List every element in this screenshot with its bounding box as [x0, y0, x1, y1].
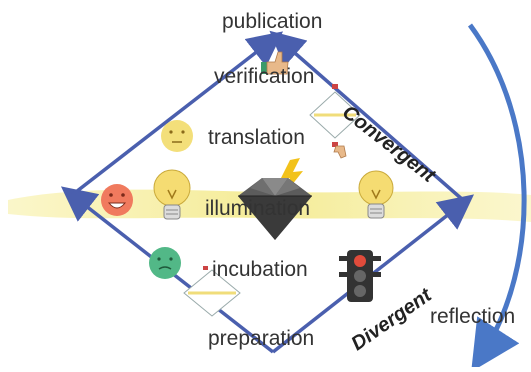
lightning-icon: [280, 158, 303, 196]
mini-diagram-icon: [309, 84, 361, 147]
stage-label-translation: translation: [208, 126, 305, 149]
stage-label-reflection: reflection: [430, 305, 516, 328]
thumbs-down-icon: [333, 145, 347, 159]
happy-face-icon: [101, 184, 133, 216]
thumbs-up-icon: [261, 51, 289, 75]
sick-face-icon: [149, 247, 181, 279]
stage-label-publication: publication: [222, 10, 323, 33]
lightbulb-icon: [358, 170, 394, 219]
stage-label-verification: verification: [214, 65, 315, 88]
neutral-face-icon: [161, 120, 193, 152]
mini-diagram-icon: [183, 266, 241, 317]
stage-label-preparation: preparation: [208, 327, 315, 350]
stage-label-illumination: illumination: [205, 197, 311, 220]
stage-label-incubation: incubation: [212, 258, 308, 281]
reflection-arc: [467, 23, 527, 372]
diamond-icon: [238, 178, 312, 240]
traffic-light-icon: [339, 250, 381, 302]
lightbulb-icon: [153, 169, 191, 220]
